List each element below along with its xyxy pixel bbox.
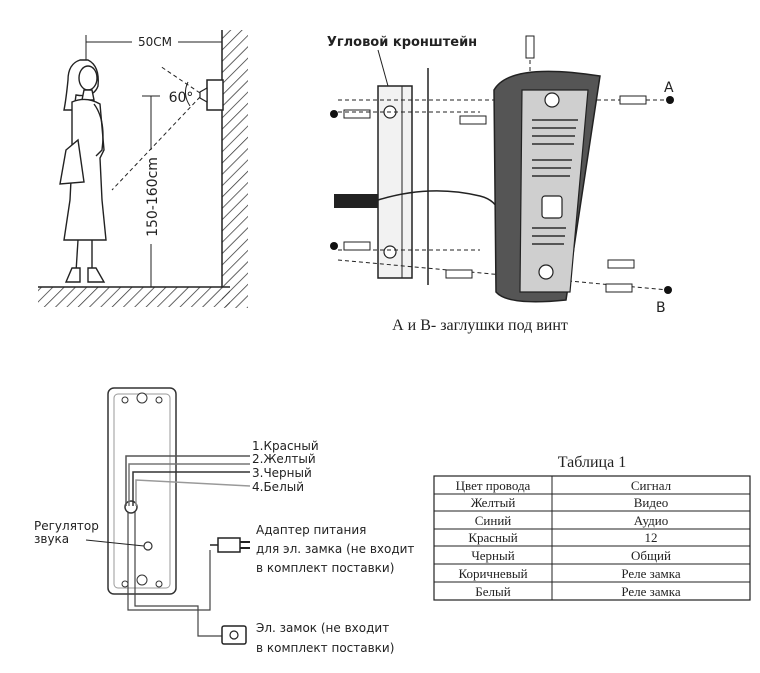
wall-hatch: [222, 30, 248, 308]
mounting-caption: А и В- заглушки под винт: [392, 317, 568, 334]
cap-a-icon: [666, 96, 674, 104]
table-cell: Аудио: [634, 513, 669, 528]
volume-label-line-2: звука: [34, 532, 69, 546]
wire-label-3: 3.Черный: [252, 466, 312, 480]
table-row-dividers: [434, 493, 750, 583]
mounting-diagram: Угловой кронштейн: [327, 35, 674, 334]
panel-back-hole-4: [136, 574, 148, 586]
panel-back-hole-3: [136, 392, 148, 404]
wire-entry-icon: [124, 500, 138, 514]
panel-back-hole-5: [121, 580, 129, 588]
table-cell: Красный: [468, 530, 517, 545]
panel-back: [107, 387, 177, 595]
wire-white: [135, 479, 251, 506]
table-cell: Коричневый: [458, 566, 527, 581]
screw-left-bottom: [343, 241, 371, 251]
table-title: Таблица 1: [558, 454, 626, 471]
screw-right-middle: [607, 259, 635, 269]
bracket-hole-bottom: [383, 245, 397, 259]
screw-head-left-bottom: [330, 242, 338, 250]
panel-screw-hole: [538, 264, 554, 280]
table-cell: Реле замка: [621, 584, 681, 599]
camera-panel: [206, 79, 224, 111]
table-cell: Синий: [475, 513, 512, 528]
table-header-signal: Сигнал: [631, 478, 672, 493]
bracket-label: Угловой кронштейн: [327, 35, 477, 50]
panel-grille: [532, 119, 578, 245]
floor-hatch: [38, 287, 230, 307]
volume-knob-icon: [143, 541, 153, 551]
screw-middle-left: [459, 115, 487, 125]
wire-table: Таблица 1 Цвет провода Сигнал Желтый Вид…: [433, 454, 751, 601]
person-body: [63, 98, 107, 241]
view-angle-line-top: [159, 65, 201, 94]
person-arm: [93, 103, 104, 157]
screw-left-top: [343, 109, 371, 119]
installation-diagram: 50CM 60° 150-160cm: [38, 30, 248, 308]
panel-camera-icon: [544, 92, 560, 108]
panel-call-button: [541, 195, 563, 219]
volume-label-line-1: Регулятор: [34, 519, 99, 533]
lock-label-line-2: в комплект поставки): [256, 641, 394, 655]
table-cell: Общий: [631, 548, 671, 563]
table-cell: Реле замка: [621, 566, 681, 581]
height-label: 150-160cm: [145, 157, 161, 237]
wire-red: [125, 455, 250, 506]
person-bag: [59, 138, 85, 185]
distance-label: 50CM: [138, 35, 172, 49]
lock-label-line-1: Эл. замок (не входит: [256, 621, 389, 635]
adapter-label-line-2: для эл. замка (не входит: [256, 542, 414, 556]
adapter-plug-icon: [217, 537, 241, 553]
point-a-label: A: [664, 80, 674, 96]
lock-keyhole-icon: [229, 630, 239, 640]
panel-front: [519, 89, 589, 293]
wire-lock: [134, 512, 222, 637]
cap-b-icon: [664, 286, 672, 294]
angle-arc: [184, 81, 191, 107]
table-cell: Видео: [634, 495, 669, 510]
screw-head-left-top: [330, 110, 338, 118]
table-cell: 12: [645, 530, 658, 545]
table-cell: Белый: [475, 584, 510, 599]
view-angle-line-bottom: [111, 96, 201, 191]
panel-back-hole-6: [155, 580, 163, 588]
screw-top: [525, 35, 535, 59]
adapter-label-line-3: в комплект поставки): [256, 561, 394, 575]
point-b-label: B: [656, 300, 666, 316]
camera-lens-icon: [199, 86, 208, 104]
wire-label-2: 2.Желтый: [252, 452, 316, 466]
angle-label: 60°: [169, 90, 194, 106]
wire-black: [132, 471, 250, 506]
table-cell: Желтый: [471, 495, 516, 510]
panel-back-hole-2: [155, 396, 163, 404]
wire-label-1: 1.Красный: [252, 439, 319, 453]
person-head: [78, 65, 98, 91]
screw-right-top: [619, 95, 647, 105]
table-cell: Черный: [471, 548, 514, 563]
table-border: [433, 475, 751, 601]
wire-yellow: [128, 463, 250, 506]
person-leg-left: [75, 239, 79, 273]
wire-adapter: [127, 512, 211, 611]
cable-plug: [334, 194, 378, 208]
adapter-label-line-1: Адаптер питания: [256, 523, 366, 537]
panel-back-hole-1: [121, 396, 129, 404]
corner-bracket: [377, 85, 413, 279]
person-shoe-left: [64, 267, 81, 283]
person-shoe-right: [87, 267, 106, 283]
table-header-color: Цвет провода: [456, 478, 531, 493]
bracket-leader: [377, 49, 389, 87]
wire-label-4: 4.Белый: [252, 480, 304, 494]
person-figure: [59, 59, 107, 283]
volume-leader: [85, 539, 145, 547]
screw-bottom-left: [445, 269, 473, 279]
person-neck: [81, 89, 95, 101]
screw-right-bottom: [605, 283, 633, 293]
wiring-diagram: 1.Красный 2.Желтый 3.Черный 4.Белый Регу…: [34, 387, 414, 655]
